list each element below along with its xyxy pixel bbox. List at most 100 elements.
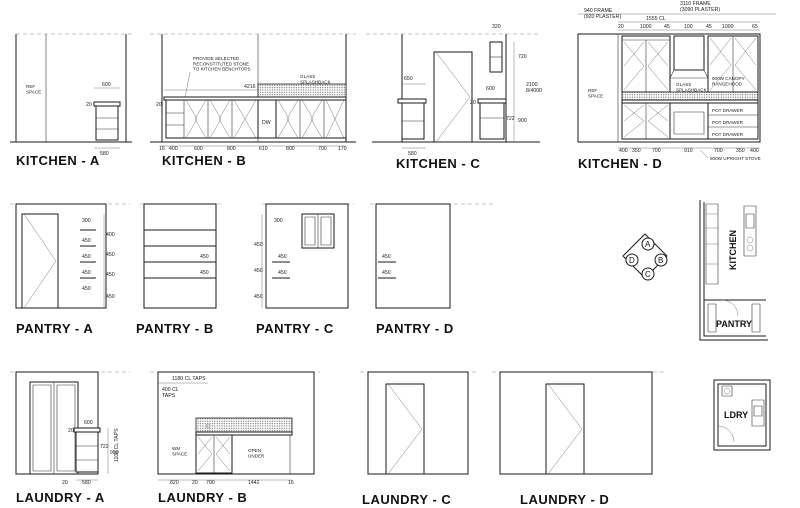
kitchen-d-dim-1000b: 1000: [722, 24, 734, 30]
kitchen-pantry-plan: KITCHEN PANTRY: [700, 200, 768, 340]
kitchen-d-dim-bottom-1: 350: [632, 148, 641, 154]
kitchen-a-title: KITCHEN - A: [16, 153, 100, 168]
pantry-c-shelf-dim-2: 450: [278, 270, 287, 276]
laundry-a-title: LAUNDRY - A: [16, 490, 105, 505]
laundry-b-dim-bottom-3: 1442: [248, 480, 260, 486]
kitchen-d-dim-45a: 45: [664, 24, 670, 30]
pantry-b-shelf-dim-0: 450: [200, 254, 209, 260]
kitchen-c-dim-320: 320: [492, 24, 501, 30]
laundry-b-dim-bottom-0: 820: [170, 480, 179, 486]
pantry-a-shelf-dim-0: 300: [82, 218, 91, 224]
pantry-a-side-dim-2: 450: [106, 272, 115, 278]
laundry-a-taps: 1100 CL TAPS: [114, 428, 120, 462]
pantry-c-side-dim-0: 450: [254, 242, 263, 248]
kitchen-c-dim-600: 600: [486, 86, 495, 92]
kitchen-d-pot-drawer-3: POT DRAWER: [712, 132, 744, 137]
kitchen-d-elevation: 3110 FRAME(3090 PLASTER) 940 FRAME(920 P…: [578, 1, 776, 171]
plan-laundry-label: LDRY: [724, 410, 748, 420]
pantry-c-shelf-dim-1: 450: [278, 254, 287, 260]
laundry-c-title: LAUNDRY - C: [362, 492, 451, 507]
laundry-a-dim-722: 722: [100, 444, 109, 450]
kitchen-b-dim-bottom-2: 600: [194, 146, 203, 152]
pantry-a-side-dim-0: 400: [106, 232, 115, 238]
laundry-a-dim-20-b: 20: [62, 480, 68, 486]
kitchen-c-dim-720: 720: [518, 54, 527, 60]
kitchen-b-dim-bottom-7: 170: [338, 146, 347, 152]
laundry-a-dim-600: 600: [84, 420, 93, 426]
kitchen-c-dim-900: 900: [518, 118, 527, 124]
laundry-a-dim-580: 580: [82, 480, 91, 486]
kitchen-d-dim-1000a: 1000: [640, 24, 652, 30]
kitchen-d-dim-bottom-3: 910: [684, 148, 693, 154]
kitchen-d-dim-100: 100: [684, 24, 693, 30]
pantry-a-shelf-dim-1: 450: [82, 238, 91, 244]
key-b: B: [658, 256, 663, 265]
kitchen-d-frame-left: 940 FRAME(920 PLASTER): [584, 8, 621, 20]
kitchen-b-dim-bottom-3: 800: [227, 146, 236, 152]
kitchen-b-dim-4216: 4216: [244, 84, 256, 90]
pantry-a-shelf-dim-4: 450: [82, 286, 91, 292]
kitchen-d-dim-bottom-6: 400: [750, 148, 759, 154]
pantry-d-shelf-dim-0: 450: [382, 254, 391, 260]
laundry-a-dim-900: 900: [110, 450, 119, 456]
pantry-b-shelf-dim-1: 450: [200, 270, 209, 276]
kitchen-b-dim-bottom-6: 700: [318, 146, 327, 152]
pantry-a-side-dim-3: 450: [106, 294, 115, 300]
kitchen-d-dim-bottom-2: 700: [652, 148, 661, 154]
pantry-a-title: PANTRY - A: [16, 321, 93, 336]
laundry-b-title: LAUNDRY - B: [158, 490, 247, 505]
laundry-b-dim-bottom-4: 16: [288, 480, 294, 486]
laundry-b-dim-bottom-2: 700: [206, 480, 215, 486]
key-d: D: [629, 256, 635, 265]
laundry-b-dim-bottom-1: 20: [192, 480, 198, 486]
kitchen-b-dim-20: 20: [156, 102, 162, 108]
kitchen-c-dim-650: 650: [404, 76, 413, 82]
pantry-d-shelf-dim-1: 450: [382, 270, 391, 276]
pantry-b-title: PANTRY - B: [136, 321, 214, 336]
pantry-b-elevation: 450 450 PANTRY - B: [136, 204, 222, 336]
kitchen-d-pot-drawer-1: POT DRAWER: [712, 108, 744, 113]
kitchen-d-pot-drawer-2: POT DRAWER: [712, 120, 744, 125]
pantry-c-side-dim-2: 450: [254, 294, 263, 300]
kitchen-d-dim-bottom-5: 350: [736, 148, 745, 154]
pantry-c-title: PANTRY - C: [256, 321, 334, 336]
plan-pantry-label: PANTRY: [716, 319, 752, 329]
kitchen-d-title: KITCHEN - D: [578, 156, 662, 171]
kitchen-b-dim-bottom-4: 610: [259, 146, 268, 152]
pantry-a-elevation: 300 450 450 450 450 400 450 450 450 PANT…: [10, 204, 130, 336]
pantry-a-shelf-dim-2: 450: [82, 254, 91, 260]
plan-kitchen-label: KITCHEN: [728, 230, 738, 270]
kitchen-b-dim-bottom-0: 16: [159, 146, 165, 152]
laundry-plan: LDRY: [714, 380, 770, 450]
laundry-a-dim-20: 20: [68, 428, 74, 434]
kitchen-c-title: KITCHEN - C: [396, 156, 480, 171]
pantry-d-title: PANTRY - D: [376, 321, 454, 336]
pantry-c-elevation: 300 450 450 450 450 450 PANTRY - C: [254, 204, 354, 336]
kitchen-c-dim-20: 20: [470, 100, 476, 106]
kitchen-a-dim-600: 600: [102, 82, 111, 88]
kitchen-b-dim-bottom-1: 400: [169, 146, 178, 152]
kitchen-d-dim-bottom-4: 700: [714, 148, 723, 154]
kitchen-d-stove-note: 900W UPRIGHT STOVE: [710, 156, 761, 161]
kitchen-d-dim-20: 20: [618, 24, 624, 30]
pantry-a-side-dim-1: 450: [106, 252, 115, 258]
kitchen-d-dim-bottom-0: 400: [619, 148, 628, 154]
kitchen-d-dim-45b: 45: [706, 24, 712, 30]
kitchen-b-title: KITCHEN - B: [162, 153, 246, 168]
pantry-a-shelf-dim-3: 450: [82, 270, 91, 276]
kitchen-a-dim-20: 20: [86, 102, 92, 108]
laundry-b-taps-top: 1180 CL TAPS: [172, 376, 206, 382]
kitchen-c-dim-580: 580: [408, 151, 417, 157]
kitchen-a-dim-580: 580: [100, 151, 109, 157]
